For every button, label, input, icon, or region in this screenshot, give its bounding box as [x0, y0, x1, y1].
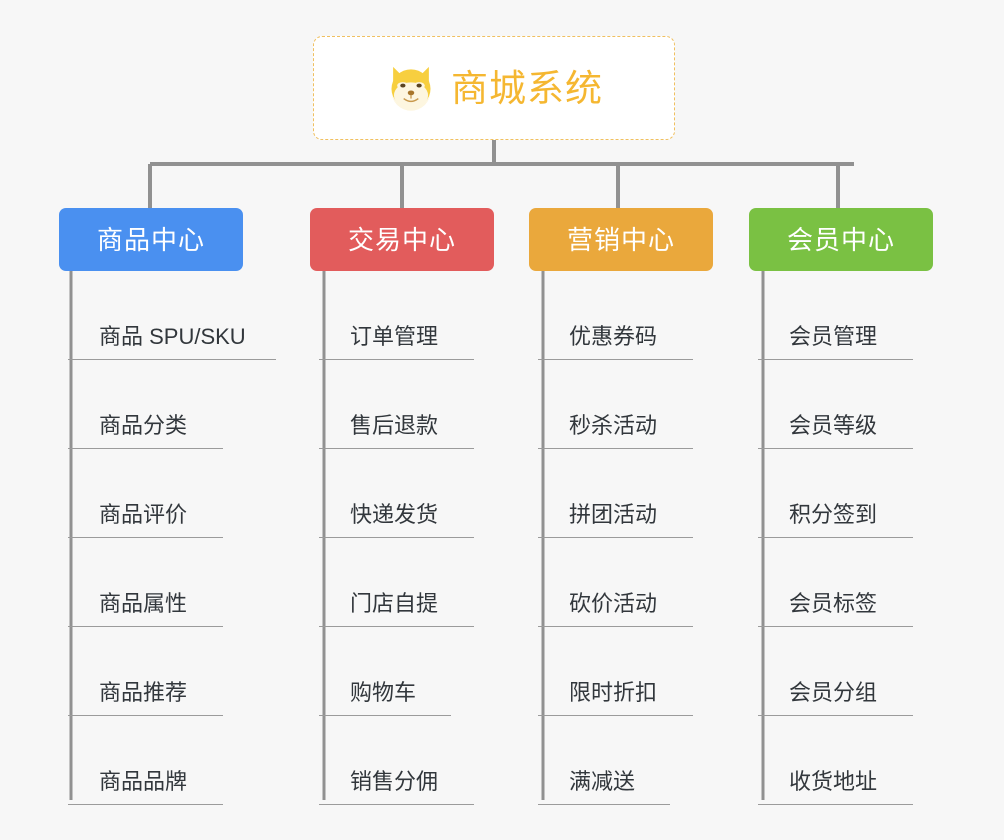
- leaf-item[interactable]: 商品推荐: [59, 627, 243, 716]
- leaf-underline: [538, 448, 693, 449]
- leaf-label: 门店自提: [350, 591, 439, 616]
- leaf-label: 商品推荐: [99, 680, 188, 705]
- category-items-1: 商品 SPU/SKU 商品分类 商品评价 商品属性 商品推荐 商品品牌: [59, 271, 276, 805]
- leaf-item[interactable]: 快递发货: [310, 449, 494, 538]
- leaf-label: 销售分佣: [350, 769, 439, 794]
- leaf-underline: [319, 537, 474, 538]
- leaf-label: 限时折扣: [569, 680, 658, 705]
- leaf-label: 会员管理: [789, 324, 878, 349]
- category-box-4[interactable]: 会员中心: [749, 208, 933, 271]
- category-label-4: 会员中心: [786, 224, 895, 255]
- leaf-label: 会员分组: [789, 680, 878, 705]
- leaf-underline: [68, 715, 223, 716]
- category-items-4: 会员管理 会员等级 积分签到 会员标签 会员分组 收货地址: [749, 271, 933, 805]
- leaf-item[interactable]: 积分签到: [749, 449, 933, 538]
- leaf-underline: [68, 804, 223, 805]
- leaf-label: 订单管理: [350, 324, 439, 349]
- category-items-2: 订单管理 售后退款 快递发货 门店自提 购物车 销售分佣: [310, 271, 494, 805]
- leaf-underline: [319, 448, 474, 449]
- leaf-underline: [758, 626, 913, 627]
- leaf-item[interactable]: 门店自提: [310, 538, 494, 627]
- leaf-underline: [758, 359, 913, 360]
- leaf-label: 购物车: [350, 680, 417, 705]
- category-column-1: 商品中心 商品 SPU/SKU 商品分类 商品评价 商品属性 商品推荐: [59, 208, 276, 805]
- leaf-item[interactable]: 购物车: [310, 627, 494, 716]
- leaf-item[interactable]: 会员管理: [749, 271, 933, 360]
- leaf-item[interactable]: 满减送: [529, 716, 713, 805]
- leaf-label: 售后退款: [350, 413, 439, 438]
- leaf-label: 商品分类: [99, 413, 188, 438]
- shiba-dog-face-icon: [391, 66, 431, 111]
- category-column-2: 交易中心 订单管理 售后退款 快递发货 门店自提 购物车: [310, 208, 494, 805]
- leaf-label: 满减送: [569, 769, 636, 794]
- leaf-label: 快递发货: [350, 502, 439, 527]
- leaf-underline: [538, 537, 693, 538]
- leaf-label: 会员等级: [789, 413, 878, 438]
- leaf-label: 秒杀活动: [569, 413, 658, 438]
- leaf-underline: [758, 804, 913, 805]
- category-label-1: 商品中心: [96, 224, 205, 255]
- category-label-2: 交易中心: [347, 224, 456, 255]
- leaf-underline: [68, 359, 276, 360]
- category-column-3: 营销中心 优惠券码 秒杀活动 拼团活动 砍价活动 限时折扣: [529, 208, 713, 805]
- leaf-item[interactable]: 商品 SPU/SKU: [59, 271, 276, 360]
- leaf-underline: [538, 626, 693, 627]
- leaf-item[interactable]: 商品属性: [59, 538, 243, 627]
- leaf-item[interactable]: 销售分佣: [310, 716, 494, 805]
- leaf-item[interactable]: 会员分组: [749, 627, 933, 716]
- leaf-label: 积分签到: [789, 502, 878, 527]
- leaf-underline: [68, 537, 223, 538]
- category-items-3: 优惠券码 秒杀活动 拼团活动 砍价活动 限时折扣 满减送: [529, 271, 713, 805]
- category-box-2[interactable]: 交易中心: [310, 208, 494, 271]
- leaf-item[interactable]: 商品品牌: [59, 716, 243, 805]
- category-box-3[interactable]: 营销中心: [529, 208, 713, 271]
- leaf-item[interactable]: 商品分类: [59, 360, 243, 449]
- leaf-underline: [538, 359, 693, 360]
- root-node[interactable]: 商城系统: [313, 36, 675, 140]
- leaf-label: 拼团活动: [569, 502, 658, 527]
- leaf-underline: [68, 626, 223, 627]
- leaf-label: 会员标签: [789, 591, 878, 616]
- leaf-underline: [319, 626, 474, 627]
- leaf-item[interactable]: 拼团活动: [529, 449, 713, 538]
- leaf-underline: [758, 537, 913, 538]
- leaf-underline: [758, 715, 913, 716]
- leaf-label: 收货地址: [789, 769, 878, 794]
- leaf-item[interactable]: 收货地址: [749, 716, 933, 805]
- leaf-underline: [319, 804, 474, 805]
- category-box-1[interactable]: 商品中心: [59, 208, 243, 271]
- leaf-underline: [68, 448, 223, 449]
- leaf-underline: [538, 715, 693, 716]
- leaf-label: 砍价活动: [569, 591, 658, 616]
- leaf-item[interactable]: 售后退款: [310, 360, 494, 449]
- leaf-item[interactable]: 会员标签: [749, 538, 933, 627]
- leaf-item[interactable]: 订单管理: [310, 271, 494, 360]
- leaf-label: 商品 SPU/SKU: [99, 324, 246, 349]
- category-label-3: 营销中心: [566, 224, 675, 255]
- leaf-label: 商品评价: [99, 502, 188, 527]
- leaf-underline: [319, 359, 474, 360]
- leaf-item[interactable]: 秒杀活动: [529, 360, 713, 449]
- root-title: 商城系统: [451, 67, 603, 109]
- leaf-item[interactable]: 砍价活动: [529, 538, 713, 627]
- leaf-underline: [538, 804, 670, 805]
- leaf-underline: [758, 448, 913, 449]
- category-column-4: 会员中心 会员管理 会员等级 积分签到 会员标签 会员分组: [749, 208, 933, 805]
- leaf-label: 商品品牌: [99, 769, 188, 794]
- leaf-item[interactable]: 商品评价: [59, 449, 243, 538]
- leaf-underline: [319, 715, 451, 716]
- leaf-label: 优惠券码: [569, 324, 658, 349]
- leaf-item[interactable]: 会员等级: [749, 360, 933, 449]
- leaf-label: 商品属性: [99, 591, 188, 616]
- leaf-item[interactable]: 限时折扣: [529, 627, 713, 716]
- leaf-item[interactable]: 优惠券码: [529, 271, 713, 360]
